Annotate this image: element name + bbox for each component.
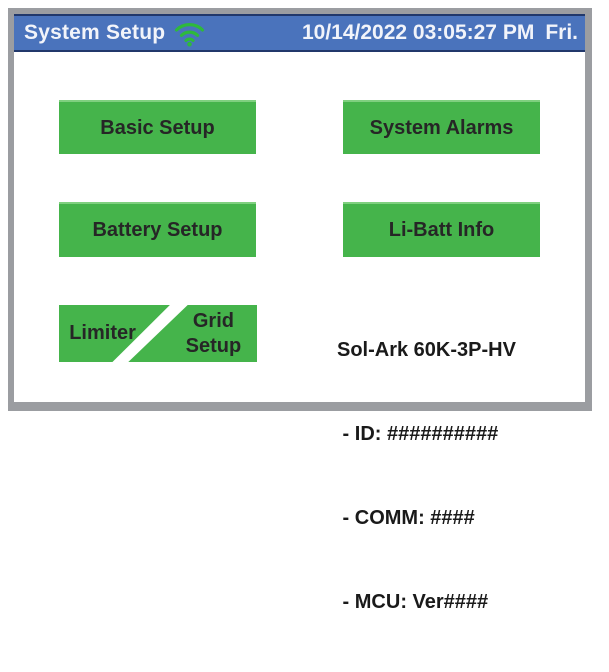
title-bar: System Setup 10/14/2022 03:05:27 PM Fri. — [14, 14, 585, 52]
device-id-text: - ID: ########## — [337, 423, 499, 445]
date-time-text: 10/14/2022 03:05:27 PM — [301, 21, 535, 44]
weekday-text: Fri. — [545, 21, 578, 44]
system-alarms-button[interactable]: System Alarms — [343, 100, 540, 154]
wifi-icon — [173, 20, 206, 47]
device-info-block: Sol-Ark 60K-3P-HV - ID: ########## - COM… — [337, 280, 516, 672]
limiter-grid-setup-button: Limiter Grid Setup — [59, 305, 257, 362]
li-batt-info-label: Li-Batt Info — [388, 219, 495, 241]
battery-setup-button[interactable]: Battery Setup — [59, 202, 256, 257]
li-batt-info-button[interactable]: Li-Batt Info — [343, 202, 540, 257]
page-title: System Setup — [24, 21, 166, 44]
battery-setup-label: Battery Setup — [92, 219, 223, 241]
basic-setup-button[interactable]: Basic Setup — [59, 100, 256, 154]
device-mcu-text: - MCU: Ver#### — [337, 591, 489, 613]
basic-setup-label: Basic Setup — [100, 116, 215, 139]
device-comm-text: - COMM: #### — [337, 507, 475, 529]
system-alarms-label: System Alarms — [369, 116, 514, 139]
datetime-display: 10/14/2022 03:05:27 PM Fri. — [302, 21, 578, 45]
device-model-text: Sol-Ark 60K-3P-HV — [337, 339, 516, 361]
